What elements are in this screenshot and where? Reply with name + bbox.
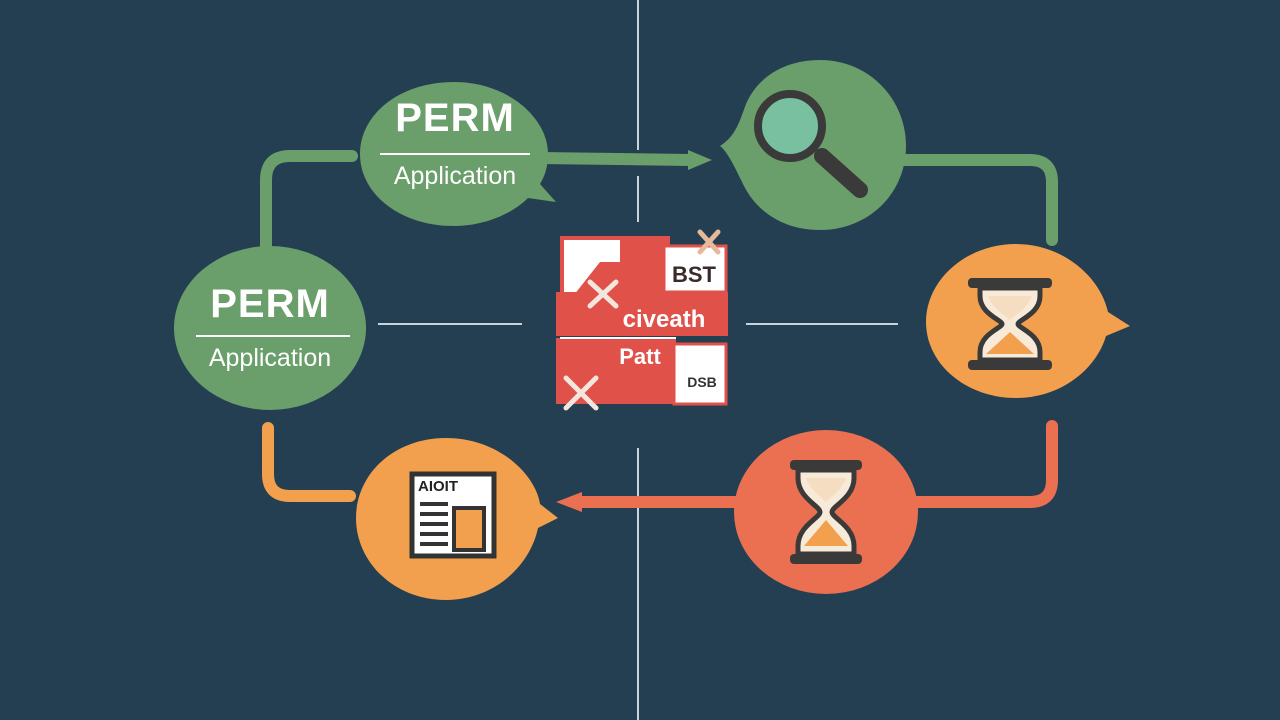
document-band-bottom <box>556 338 676 404</box>
hourglass-icon <box>968 278 1052 370</box>
perm-top-subtitle: Application <box>393 162 517 190</box>
magnifier-icon <box>754 90 868 198</box>
newspaper-label: AIOIT <box>418 478 458 495</box>
perm-bubble-mid <box>174 246 366 410</box>
document-band-top <box>556 292 728 336</box>
perm-bubble-top <box>360 82 556 226</box>
center-corner-label-top: BST <box>672 262 716 287</box>
center-label-line1: civeath <box>622 306 706 333</box>
connector-left-top <box>260 150 358 254</box>
connector-right-bottom <box>890 420 1058 508</box>
divider-lines <box>378 0 898 720</box>
perm-mid-subtitle: Application <box>208 344 332 372</box>
document-corner-card-top <box>662 244 728 294</box>
connector-top-arrow <box>539 152 691 166</box>
cross-mark-icon <box>563 375 599 411</box>
perm-mid-title: PERM <box>210 282 330 326</box>
hourglass-icon <box>790 460 862 564</box>
cross-mark-icon <box>587 279 619 309</box>
hourglass-bubble-right <box>926 244 1130 398</box>
center-corner-label-bottom: DSB <box>687 374 717 390</box>
center-label-line2: Patt <box>619 344 661 369</box>
document-corner-card-bottom <box>672 342 728 406</box>
newspaper-icon <box>409 471 497 559</box>
cross-mark-icon <box>697 229 721 255</box>
perm-top-title: PERM <box>395 96 515 140</box>
connector-left-bottom <box>262 422 356 502</box>
magnifier-bubble <box>720 60 906 230</box>
connector-top-arrowhead <box>688 150 712 170</box>
connector-bottom-arrowhead <box>556 492 582 512</box>
newspaper-bubble <box>356 438 558 600</box>
hourglass-bubble-bottom <box>734 430 918 594</box>
connector-right-top <box>890 154 1058 246</box>
center-document-stack <box>556 229 728 411</box>
